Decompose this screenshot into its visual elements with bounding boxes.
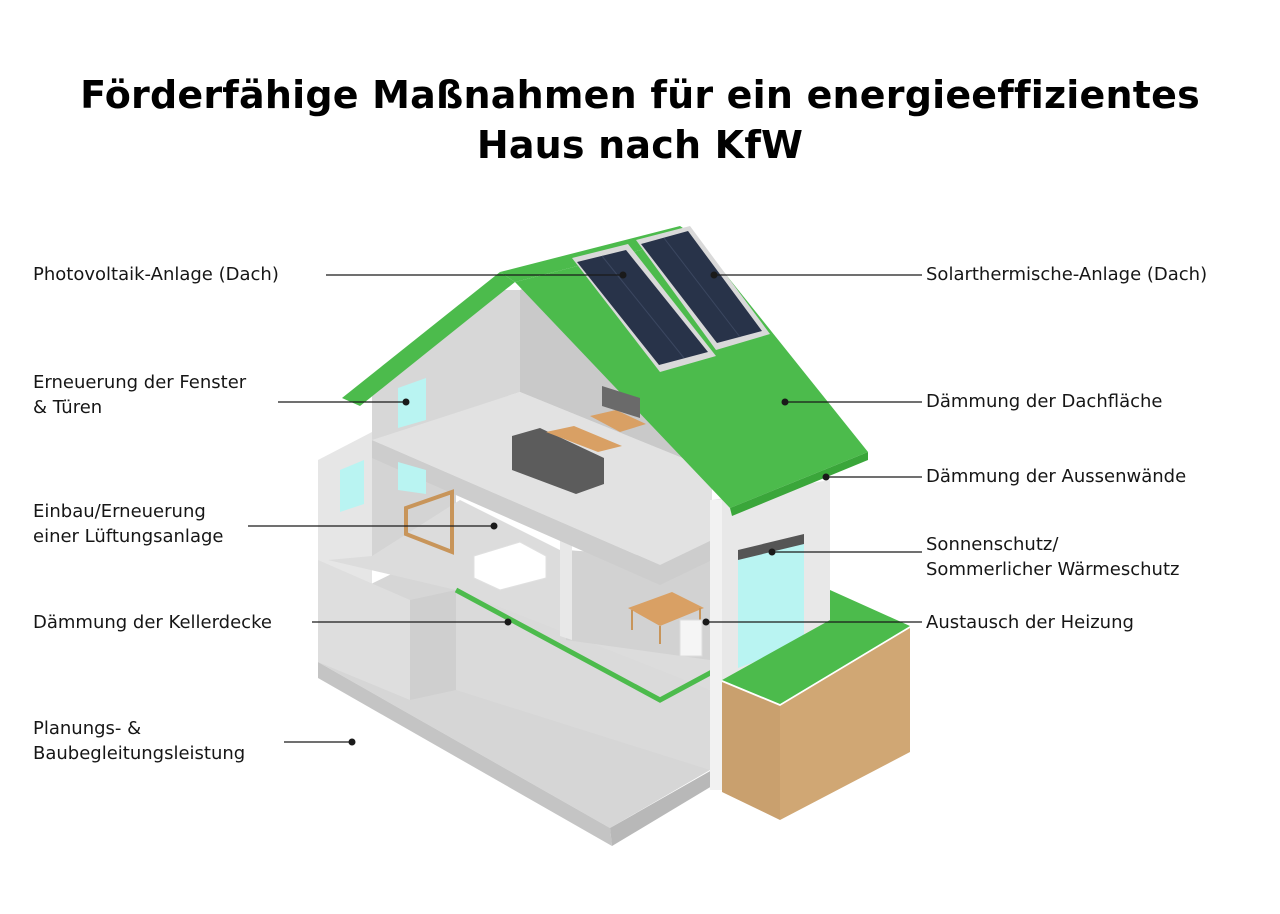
label-lueftung-line-2: einer Lüftungsanlage <box>33 526 224 547</box>
upper-window <box>398 378 426 428</box>
basement-back-wall <box>456 590 710 770</box>
basement-slab-front <box>318 662 612 846</box>
label-sonnenschutz: Sonnenschutz/ Sommerlicher Wärmeschutz <box>926 532 1179 582</box>
room-divider <box>560 540 572 640</box>
ground-window-2 <box>398 462 426 494</box>
balcony-door <box>738 540 804 668</box>
ventilation-unit <box>404 489 454 555</box>
label-solarthermie: Solarthermische-Anlage (Dach) <box>926 262 1207 287</box>
label-heizung: Austausch der Heizung <box>926 610 1134 635</box>
page-title: Förderfähige Maßnahmen für ein energieef… <box>0 70 1280 170</box>
sunshade <box>738 534 804 560</box>
sofa <box>512 428 604 494</box>
label-kellerdecke-line-1: Dämmung der Kellerdecke <box>33 612 272 633</box>
label-heizung-line-1: Austausch der Heizung <box>926 612 1134 633</box>
title-line-2: Haus nach KfW <box>476 123 804 167</box>
lawn-top <box>722 590 910 704</box>
label-sonnenschutz-line-2: Sommerlicher Wärmeschutz <box>926 559 1180 580</box>
label-sonnenschutz-line-1: Sonnenschutz/ <box>926 534 1059 555</box>
roof-right-edge <box>730 452 868 516</box>
label-fenster-line-1: Erneuerung der Fenster <box>33 372 247 393</box>
label-lueftung: Einbau/Erneuerung einer Lüftungsanlage <box>33 499 223 549</box>
ground-window-1 <box>340 460 364 512</box>
label-dachflaeche-line-1: Dämmung der Dachfläche <box>926 391 1163 412</box>
label-planung: Planungs- & Baubegleitungsleistung <box>33 716 245 766</box>
tv-screen <box>602 386 640 418</box>
panel-grid-lines <box>601 237 741 359</box>
roof-right <box>515 236 868 508</box>
leader-lines <box>248 274 922 743</box>
bench <box>590 410 646 432</box>
title-line-1: Förderfähige Maßnahmen für ein energieef… <box>80 73 1200 117</box>
label-dachflaeche: Dämmung der Dachfläche <box>926 389 1163 414</box>
radiator <box>679 619 703 657</box>
label-kellerdecke: Dämmung der Kellerdecke <box>33 610 272 635</box>
soil-front <box>722 682 780 820</box>
coffee-table <box>546 426 622 452</box>
kellerdecke-insulation <box>454 587 714 703</box>
label-lueftung-line-1: Einbau/Erneuerung <box>33 501 206 522</box>
basement-inner-wall <box>410 590 456 700</box>
soil-side <box>780 628 910 820</box>
dining-table <box>628 592 704 626</box>
label-photovoltaik-line-1: Photovoltaik-Anlage (Dach) <box>33 264 279 285</box>
label-fenster-line-2: & Türen <box>33 397 103 418</box>
label-solarthermie-line-1: Solarthermische-Anlage (Dach) <box>926 264 1208 285</box>
label-photovoltaik: Photovoltaik-Anlage (Dach) <box>33 262 279 287</box>
basement-slab-side <box>610 770 712 846</box>
leader-dots <box>348 271 830 746</box>
label-planung-line-1: Planungs- & <box>33 718 142 739</box>
label-planung-line-2: Baubegleitungsleistung <box>33 743 246 764</box>
label-aussenwaende-line-1: Dämmung der Aussenwände <box>926 466 1187 487</box>
bathtub <box>473 541 547 591</box>
roof-left <box>342 272 515 406</box>
label-fenster: Erneuerung der Fenster & Türen <box>33 370 246 420</box>
left-wall-lower <box>318 560 410 700</box>
label-aussenwaende: Dämmung der Aussenwände <box>926 464 1186 489</box>
photovoltaik-panel <box>577 250 708 365</box>
right-wall-edge <box>710 500 722 790</box>
middle-slab-front <box>372 440 712 585</box>
